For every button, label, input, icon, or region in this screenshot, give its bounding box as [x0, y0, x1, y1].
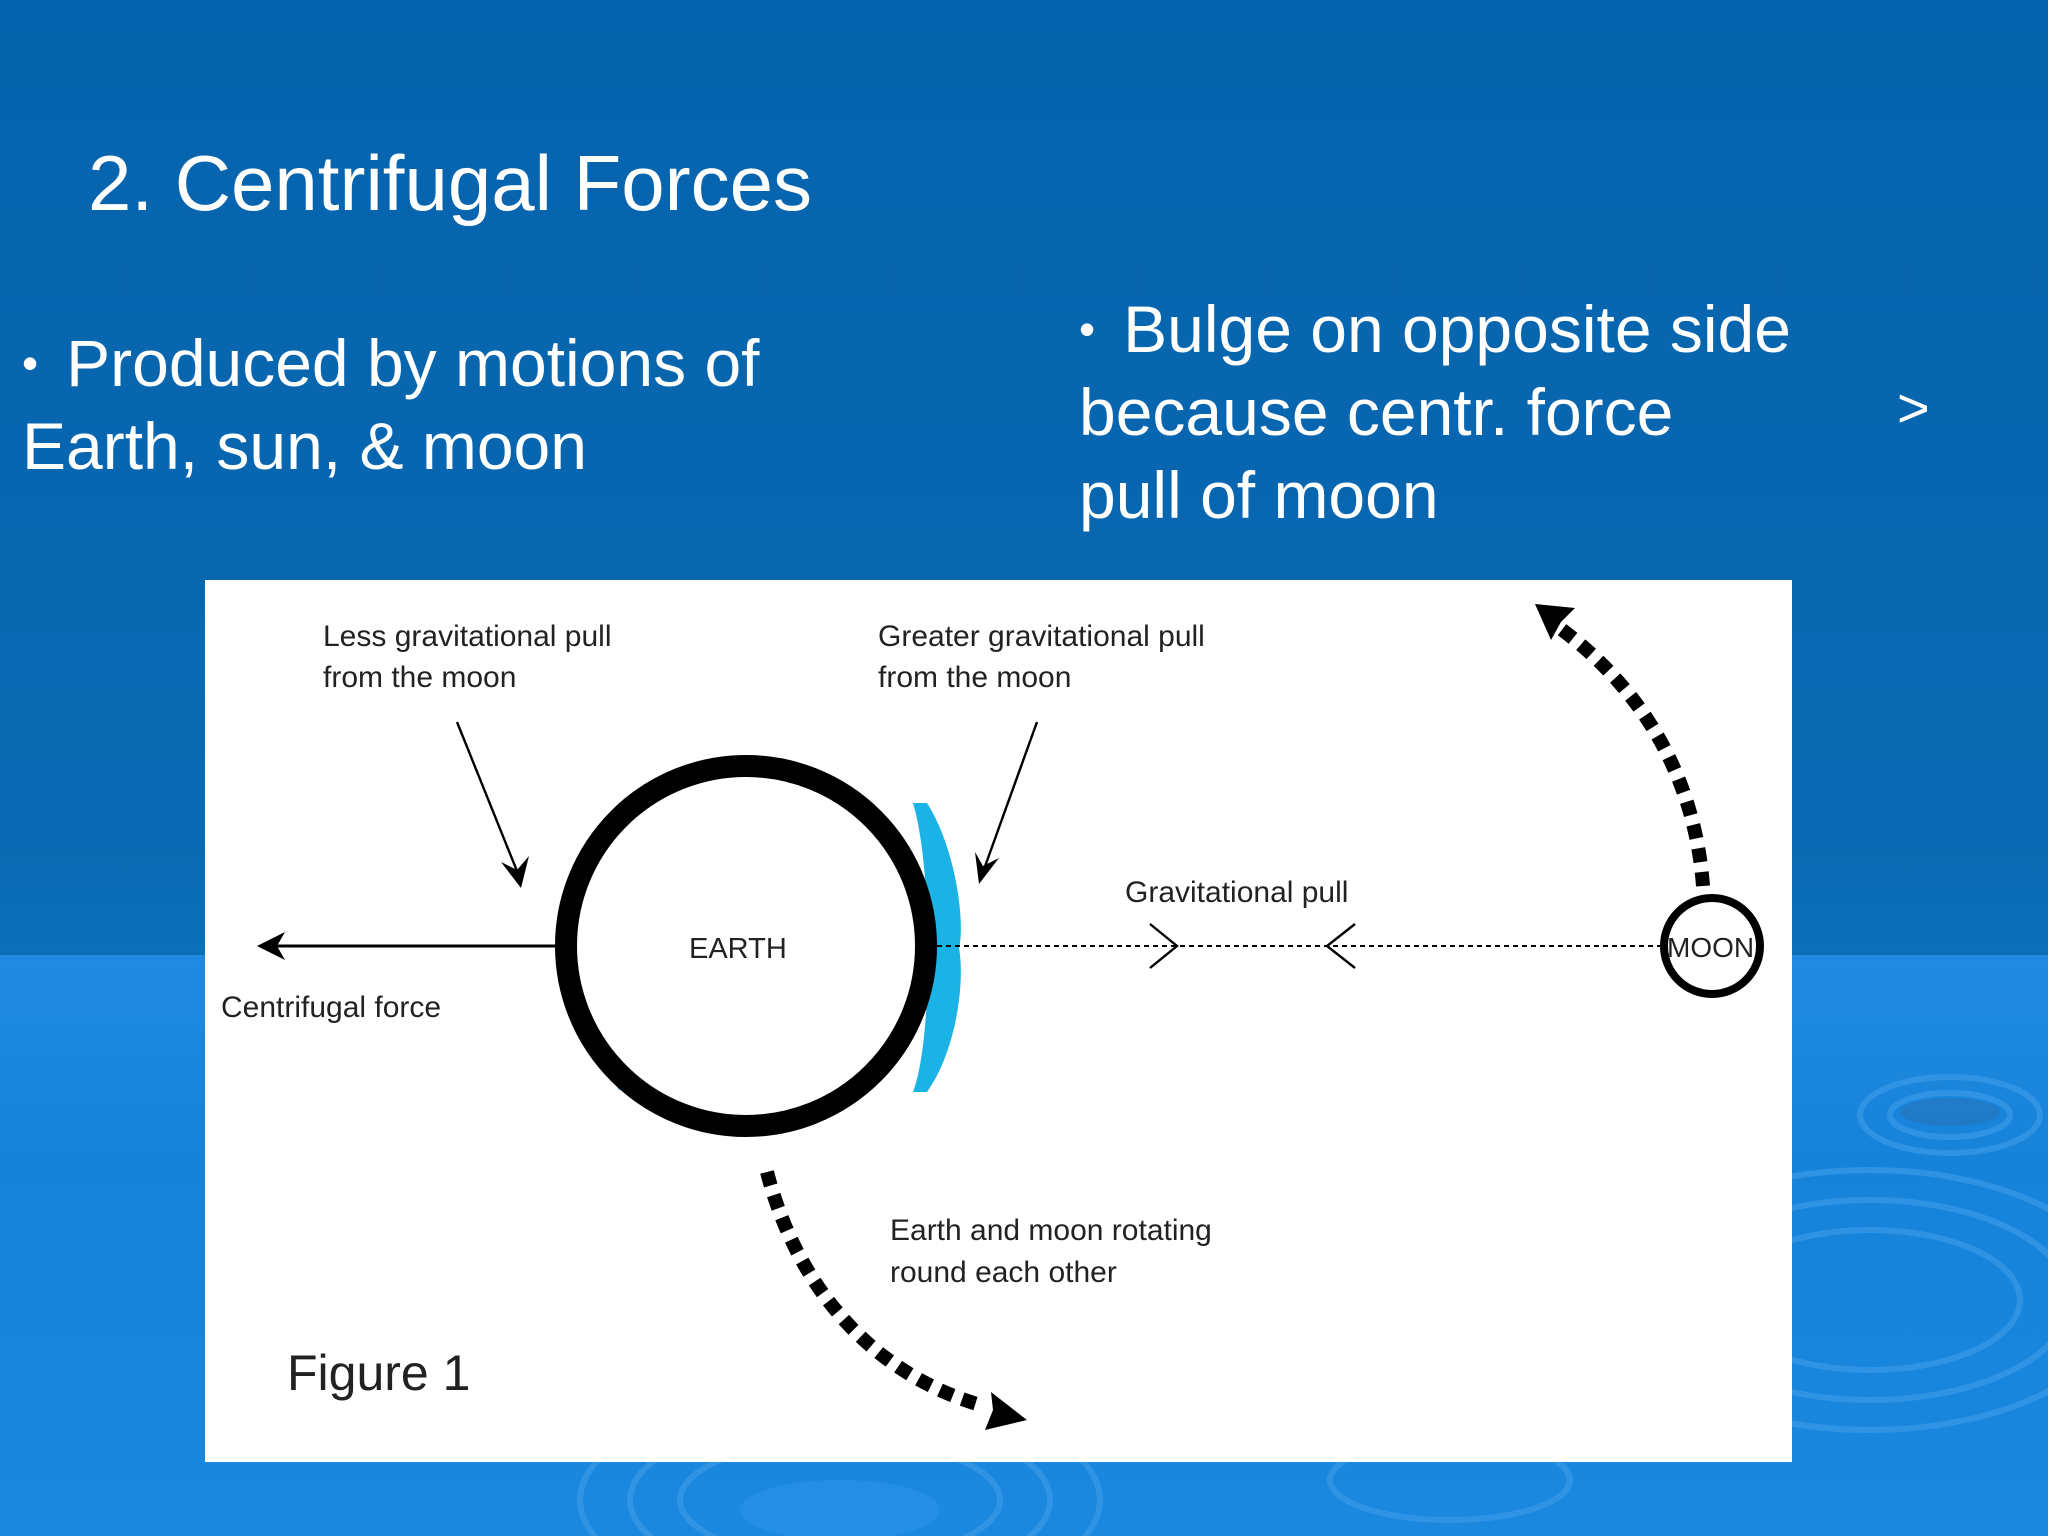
less-pull-arrowhead	[501, 856, 529, 888]
bullet-right-line3: pull of moon	[1079, 458, 1439, 532]
tide-diagram: EARTH MOON Gravitational pull Centrifuga…	[221, 604, 1764, 1430]
bullet-dot: •	[1079, 303, 1096, 355]
moon-label: MOON	[1667, 932, 1754, 963]
bullet-right-line2: because centr. force	[1079, 375, 1674, 449]
earth-circle	[555, 755, 937, 1137]
less-pull-label-line2: from the moon	[323, 661, 516, 694]
greater-than-symbol: >	[1897, 376, 1930, 439]
moon-orbit-arrow	[1552, 620, 1710, 887]
bullet-left-line2: Earth, sun, & moon	[22, 409, 587, 483]
centrifugal-force-label: Centrifugal force	[221, 991, 441, 1024]
figure-panel: EARTH MOON Gravitational pull Centrifuga…	[205, 580, 1792, 1462]
moon-orbit-arrowhead	[1535, 604, 1575, 640]
gravitational-pull-label: Gravitational pull	[1125, 876, 1348, 909]
slide-title: 2. Centrifugal Forces	[88, 139, 812, 227]
bullet-right: • Bulge on opposite side because centr. f…	[1079, 288, 1791, 537]
bullet-dot: •	[22, 337, 39, 389]
greater-pull-label-line1: Greater gravitational pull	[878, 620, 1205, 653]
grav-arrow-right	[1149, 923, 1179, 969]
moon-circle	[1660, 894, 1764, 998]
bullet-left-line1: Produced by motions of	[66, 326, 760, 400]
centrifugal-arrowhead	[257, 932, 285, 960]
greater-pull-pointer	[981, 721, 1039, 873]
rotation-label-line1: Earth and moon rotating	[890, 1214, 1212, 1247]
earth-label: EARTH	[689, 933, 787, 965]
earth-rotation-arrowhead	[985, 1392, 1027, 1430]
figure-caption: Figure 1	[287, 1345, 470, 1401]
grav-arrow-left	[1325, 923, 1356, 969]
greater-pull-arrowhead	[975, 852, 999, 884]
bullet-right-line1: Bulge on opposite side	[1123, 292, 1791, 366]
less-pull-label-line1: Less gravitational pull	[323, 620, 612, 653]
less-pull-pointer	[455, 721, 521, 877]
bullet-left: • Produced by motions of Earth, sun, & mo…	[22, 322, 760, 488]
greater-pull-label-line2: from the moon	[878, 661, 1071, 694]
rotation-label-line2: round each other	[890, 1256, 1117, 1289]
